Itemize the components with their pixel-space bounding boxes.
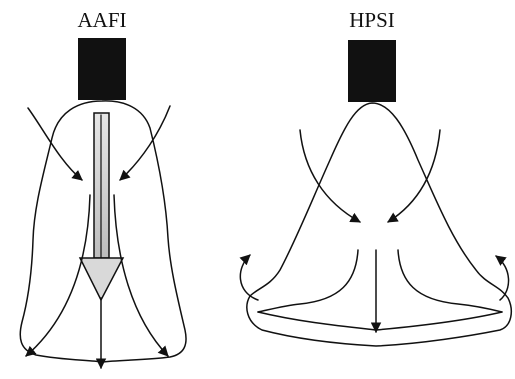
injector-block-hpsi (348, 40, 396, 102)
panel-label-aafi: AAFI (77, 8, 126, 32)
streamline-left-aafi (26, 195, 90, 356)
recirculation-arrow-right-hpsi (496, 256, 509, 300)
injector-block-aafi (78, 38, 126, 100)
jet-arrow-aafi (80, 113, 123, 300)
inner-streamline-left-hpsi (258, 250, 358, 312)
inner-base-line-hpsi (258, 312, 502, 330)
panel-hpsi: HPSI (240, 8, 511, 346)
panel-aafi: AAFI (20, 8, 186, 368)
entrainment-arrow-right-hpsi (388, 130, 440, 222)
flow-outline-hpsi (247, 103, 511, 346)
entrainment-arrow-left-aafi (28, 108, 82, 180)
panel-label-hpsi: HPSI (349, 8, 395, 32)
streamline-right-aafi (114, 195, 168, 356)
recirculation-arrow-left-hpsi (240, 255, 258, 300)
